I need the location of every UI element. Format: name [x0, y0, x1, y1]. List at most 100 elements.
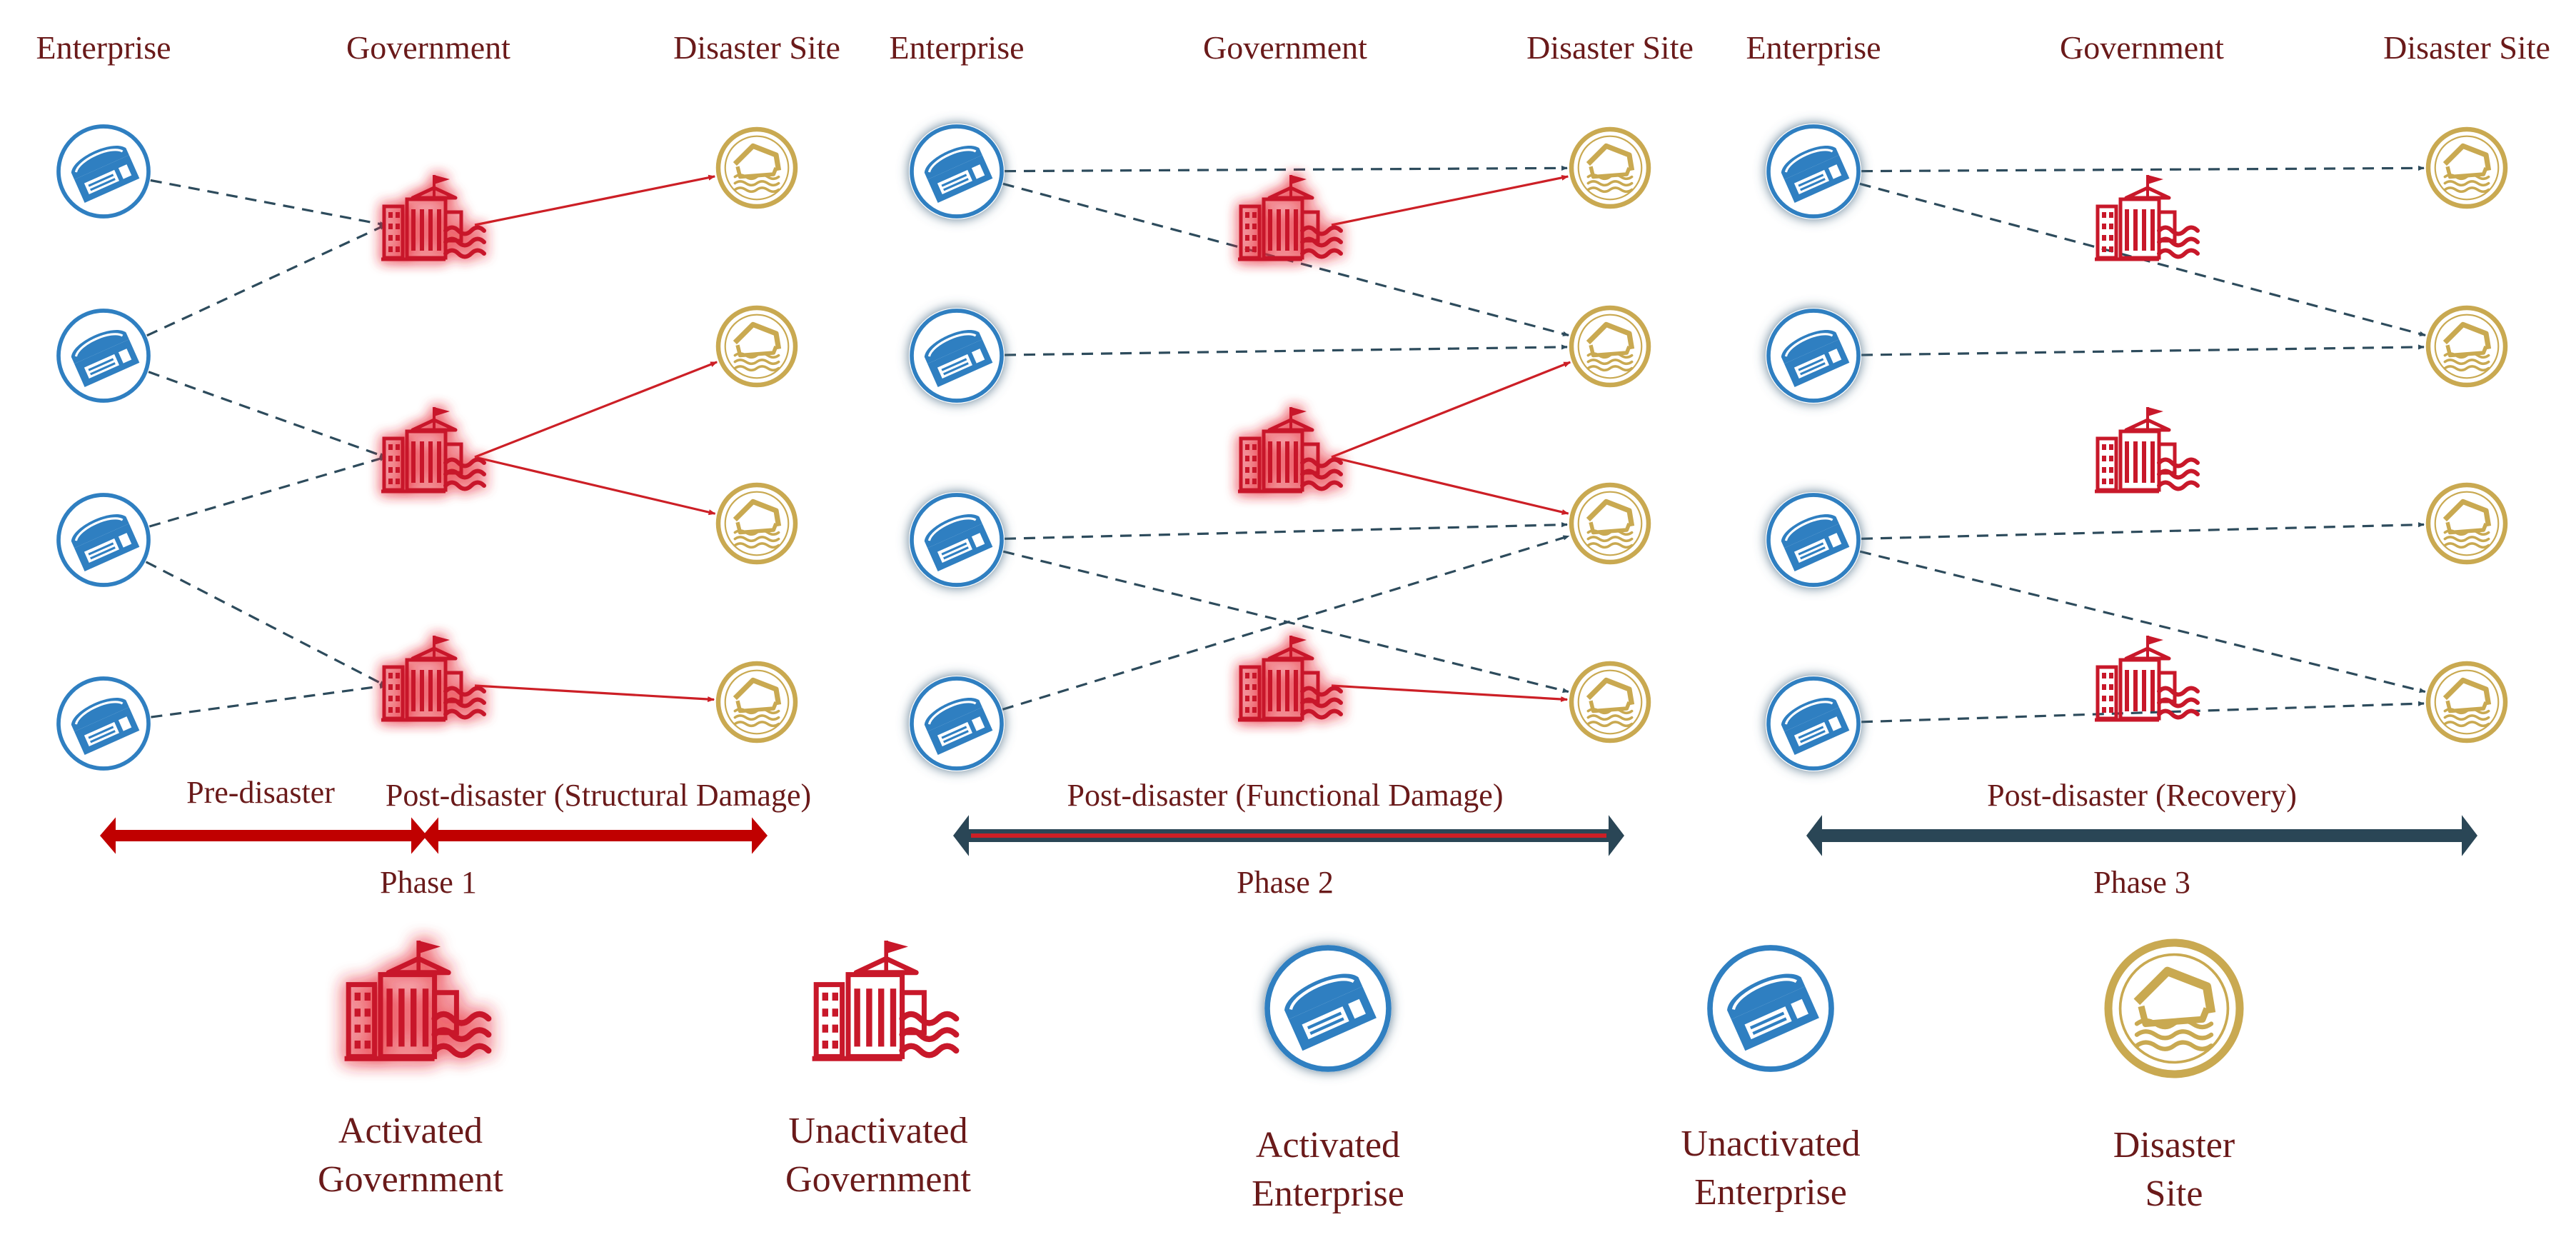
legend-activated-government-label-line-1: Activated: [338, 1111, 483, 1151]
disaster-site-node-phase-1-3: [715, 482, 798, 565]
link-enterprise-to-site: [1861, 165, 2425, 173]
enterprise-node-phase-2-1: [909, 124, 1005, 219]
legend-unactivated-government-icon: [812, 941, 960, 1061]
phase-label-2: Phase 2: [1237, 865, 1334, 900]
collapsed-house-flood-icon: [2442, 499, 2492, 549]
factory-building-icon: [71, 330, 140, 387]
enterprise-node-phase-2-2: [909, 308, 1005, 404]
city-hall-flood-icon: [812, 941, 960, 1061]
link-government-to-site: [1331, 684, 1569, 702]
link-enterprise-to-government: [148, 371, 386, 459]
collapsed-house-flood-icon: [2442, 143, 2492, 194]
disaster-site-node-phase-1-1: [715, 126, 798, 209]
legend-site-icon: [2104, 938, 2244, 1078]
factory-building-icon: [1781, 330, 1850, 387]
segment-label-recovery: Post-disaster (Recovery): [1987, 778, 2297, 813]
collapsed-house-flood-icon: [1586, 321, 1635, 372]
factory-building-icon: [71, 146, 140, 203]
legend-activated-government-label-line-2: Government: [318, 1159, 503, 1200]
factory-building-icon: [924, 698, 993, 755]
factory-building-icon: [1727, 973, 1819, 1051]
factory-building-icon: [1781, 514, 1850, 571]
link-government-to-site: [474, 684, 715, 702]
header-disaster-site-phase-3: Disaster Site: [2383, 29, 2550, 66]
enterprise-node-phase-3-1: [1766, 124, 1861, 219]
government-node-phase-2-3: [1238, 636, 1343, 722]
link-enterprise-to-site: [1004, 344, 1568, 356]
government-node-phase-3-3: [2095, 636, 2200, 722]
header-government-phase-2: Government: [1203, 29, 1367, 66]
disaster-site-node-phase-3-3: [2425, 482, 2508, 565]
link-enterprise-to-site: [1859, 550, 2426, 693]
link-enterprise-to-site: [1861, 701, 2425, 723]
timeline-bar-structural-damage: [423, 817, 768, 854]
enterprise-node-phase-3-3: [1766, 492, 1861, 588]
header-disaster-site-phase-1: Disaster Site: [673, 29, 840, 66]
disaster-site-node-phase-1-2: [715, 305, 798, 388]
header-government-phase-3: Government: [2060, 29, 2224, 66]
link-enterprise-to-government: [145, 561, 386, 687]
link-enterprise-to-government: [151, 683, 386, 718]
legend-activated-enterprise-label-line-1: Activated: [1256, 1125, 1400, 1166]
link-enterprise-to-site: [1861, 344, 2425, 356]
government-node-phase-1-3: [381, 636, 486, 722]
enterprise-node-phase-2-3: [909, 492, 1005, 588]
disaster-site-node-phase-3-4: [2425, 661, 2508, 743]
factory-building-icon: [924, 146, 993, 203]
disaster-site-node-phase-2-2: [1569, 305, 1651, 388]
collapsed-house-flood-icon: [1586, 499, 1635, 549]
government-node-phase-2-2: [1238, 407, 1343, 494]
link-enterprise-to-government: [146, 224, 386, 337]
segment-label-functional-damage: Post-disaster (Functional Damage): [1067, 778, 1504, 813]
city-hall-flood-icon: [344, 941, 492, 1061]
header-disaster-site-phase-2: Disaster Site: [1526, 29, 1694, 66]
segment-label-pre-disaster: Pre-disaster: [186, 775, 335, 810]
legend-unactivated-enterprise-icon: [1707, 945, 1834, 1072]
legend-site-label-line-2: Site: [2145, 1173, 2203, 1214]
enterprise-node-phase-3-4: [1766, 676, 1861, 771]
timeline-bar-recovery: [1806, 815, 2477, 856]
disaster-site-node-phase-1-4: [715, 661, 798, 743]
enterprise-node-phase-1-4: [56, 676, 151, 771]
disaster-site-node-phase-2-1: [1569, 126, 1651, 209]
city-hall-flood-icon: [1238, 175, 1343, 261]
government-node-phase-1-1: [381, 175, 486, 261]
government-node-phase-1-2: [381, 407, 486, 494]
link-government-to-site: [1331, 361, 1571, 459]
legend-activated-government-icon: [344, 941, 492, 1061]
header-enterprise-phase-1: Enterprise: [36, 29, 171, 66]
city-hall-flood-icon: [2095, 407, 2200, 494]
header-enterprise-phase-3: Enterprise: [1746, 29, 1881, 66]
city-hall-flood-icon: [2095, 636, 2200, 722]
enterprise-node-phase-1-1: [56, 124, 151, 219]
phase-label-3: Phase 3: [2093, 865, 2190, 900]
government-node-phase-2-1: [1238, 175, 1343, 261]
collapsed-house-flood-icon: [1586, 677, 1635, 728]
legend-site-label-line-1: Disaster: [2113, 1125, 2235, 1166]
city-hall-flood-icon: [1238, 636, 1343, 722]
legend-unactivated-government-label-line-2: Government: [785, 1159, 971, 1200]
collapsed-house-flood-icon: [733, 499, 782, 549]
timeline-bar-functional-damage-core: [971, 833, 1606, 838]
legend-unactivated-enterprise-label-line-2: Enterprise: [1694, 1172, 1847, 1213]
link-government-to-site: [1331, 456, 1569, 515]
link-enterprise-to-government: [150, 179, 386, 227]
timeline-bar-pre-disaster: [100, 817, 427, 854]
link-enterprise-to-site: [1004, 522, 1568, 540]
factory-building-icon: [1284, 973, 1377, 1051]
collapsed-house-flood-icon: [733, 321, 782, 372]
city-hall-flood-icon: [381, 636, 486, 722]
factory-building-icon: [924, 514, 993, 571]
header-government-phase-1: Government: [346, 29, 510, 66]
legend-activated-enterprise-label-line-2: Enterprise: [1252, 1173, 1404, 1214]
link-enterprise-to-site: [1004, 165, 1568, 173]
city-hall-flood-icon: [381, 407, 486, 494]
government-node-phase-3-1: [2095, 175, 2200, 261]
legend-unactivated-enterprise-label-line-1: Unactivated: [1681, 1123, 1860, 1164]
